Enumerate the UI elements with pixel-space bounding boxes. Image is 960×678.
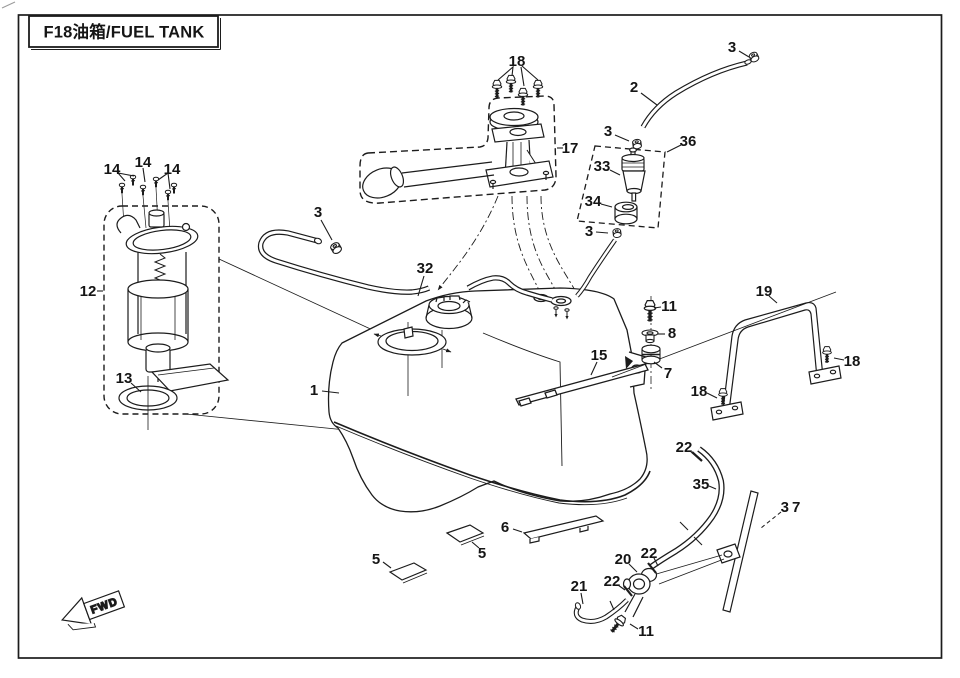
rubber-mount-icon xyxy=(641,344,661,365)
callout-filter-assembly: 36 xyxy=(680,133,697,150)
callout-flange-bolt-bar-right: 18 xyxy=(844,353,861,370)
callout-fuel-pump: 12 xyxy=(80,283,97,300)
callout-filler-hose: 32 xyxy=(417,260,434,277)
callout-clamp-filler-hose: 3 xyxy=(314,204,322,221)
filler-hose xyxy=(257,229,553,303)
title-box xyxy=(28,15,221,50)
callout-clamp-filter-bottom: 3 xyxy=(585,223,593,240)
callout-valve: 20 xyxy=(615,551,632,568)
pump-mount-ring xyxy=(373,326,452,356)
callout-support-bar: 19 xyxy=(756,283,773,300)
page-frame xyxy=(1,1,943,659)
callout-hose-clamp-mid: 22 xyxy=(641,545,658,562)
hose-clamp-icon xyxy=(328,240,344,256)
callout-clamp-top-right: 3 xyxy=(728,39,736,56)
callout-fuel-filter: 33 xyxy=(594,158,611,175)
fwd-marker: FWD xyxy=(60,590,126,631)
fuel-pump-dashed-box xyxy=(103,205,220,415)
filter-dashed-box xyxy=(576,145,666,229)
hose-clamp-icon xyxy=(623,585,633,597)
callouts: 1 2 3 3 3 3 5 5 6 7 8 11 11 12 13 14 14 … xyxy=(80,39,861,640)
corner-mark xyxy=(1,1,16,9)
callout-rubber-mount: 7 xyxy=(664,365,672,382)
callout-mount-strip: 15 xyxy=(591,347,608,364)
heat-shield xyxy=(522,515,605,544)
leader-lines xyxy=(97,50,845,630)
tank-outline xyxy=(327,287,648,513)
callout-vent-hose: 2 xyxy=(630,79,638,96)
callout-screw-a: 14 xyxy=(104,161,121,178)
pad-right xyxy=(445,524,485,543)
hose-clamp-icon xyxy=(647,562,657,574)
pads-and-shield xyxy=(388,515,605,584)
bolt-icon xyxy=(821,345,833,365)
tank-seam xyxy=(333,421,651,503)
tank-crease xyxy=(482,332,563,467)
pump-flange xyxy=(116,209,199,255)
callout-bolt-bottom: 11 xyxy=(638,623,654,640)
callout-screw-b: 14 xyxy=(135,154,152,171)
callout-rod: 37 xyxy=(781,499,804,516)
callout-flange-bolt-bar-left: 18 xyxy=(691,383,708,400)
washer-icon xyxy=(641,329,659,344)
filler-neck xyxy=(425,295,473,330)
page-title: F18油箱/FUEL TANK xyxy=(44,22,205,42)
fuel-filter-assembly xyxy=(575,138,666,298)
support-bar-assembly xyxy=(710,301,842,421)
projection-line xyxy=(185,413,347,431)
callout-outlet-hose: 35 xyxy=(693,476,710,493)
callout-pad-left: 5 xyxy=(372,551,380,568)
valve-icon xyxy=(622,567,658,618)
fuel-tank xyxy=(327,287,837,513)
vent-hose xyxy=(640,50,761,129)
filler-bracket-arm xyxy=(362,161,495,199)
callout-heat-shield: 6 xyxy=(501,519,509,536)
mount-strip xyxy=(515,363,649,407)
filler-bracket-dashed-box xyxy=(359,95,557,204)
tank-mount-stack xyxy=(641,296,661,392)
callout-screw-c: 14 xyxy=(164,161,181,178)
callout-bolt-top: 11 xyxy=(661,298,677,315)
hose-clamp-icon xyxy=(612,227,623,239)
rod xyxy=(716,490,759,613)
filler-bracket-plates xyxy=(485,107,554,189)
bolt-icon xyxy=(717,387,729,407)
callout-flange-bolt-top: 18 xyxy=(509,53,526,70)
callout-hose-clamp-left: 22 xyxy=(604,573,621,590)
callout-filler-bracket: 17 xyxy=(562,140,579,157)
bolt-icon xyxy=(642,298,658,324)
bolt-icon xyxy=(606,612,630,637)
fuel-pump-assembly xyxy=(103,174,378,431)
pad-left xyxy=(388,562,428,581)
filler-bracket-assembly xyxy=(359,74,580,300)
callout-drain-hose: 21 xyxy=(571,578,588,595)
o-ring xyxy=(118,376,178,430)
callout-tank: 1 xyxy=(310,382,318,399)
callout-clamp-filter-top: 3 xyxy=(604,123,612,140)
projection-line xyxy=(218,258,378,333)
pump-elbow-pipe xyxy=(116,214,141,234)
callout-o-ring: 13 xyxy=(116,370,133,387)
outlet-assembly xyxy=(573,446,759,637)
callout-filter-sleeve: 34 xyxy=(585,193,602,210)
outlet-hose xyxy=(649,446,725,570)
fuel-filter-icon xyxy=(621,147,646,202)
bar-foot-left xyxy=(710,401,744,421)
callout-washer: 8 xyxy=(668,325,676,342)
drawing-border xyxy=(17,14,943,659)
hose-open-end xyxy=(313,237,323,245)
callout-pad-right: 5 xyxy=(478,545,486,562)
callout-hose-clamp-top: 22 xyxy=(676,439,693,456)
support-bar xyxy=(722,301,824,411)
bar-foot-right xyxy=(808,365,842,385)
pump-bracket-plate xyxy=(150,363,230,392)
pump-canister xyxy=(127,279,189,382)
filter-sleeve-icon xyxy=(614,201,638,225)
